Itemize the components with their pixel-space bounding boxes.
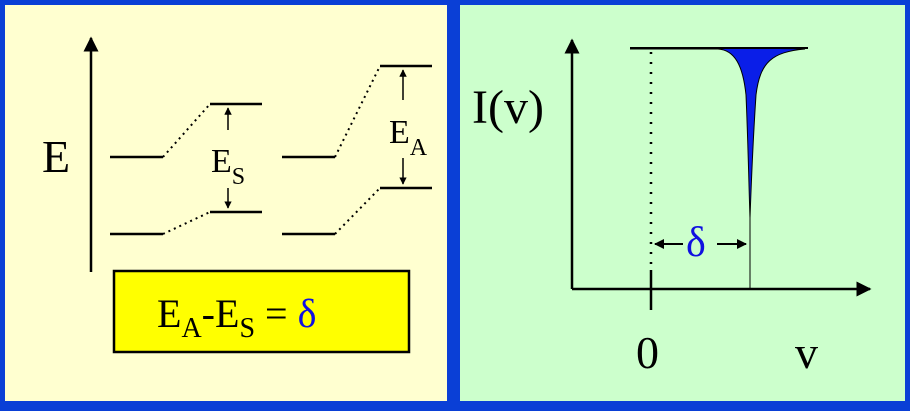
- energy-axis-label: E: [42, 131, 70, 182]
- level-group-s: ES: [110, 102, 262, 236]
- energy-level-panel: E ES EA EA-ES = δ: [5, 5, 447, 401]
- formula-box: [112, 269, 411, 354]
- right-panel-background: [460, 5, 905, 401]
- x-axis-label: v: [795, 327, 818, 378]
- delta-label-background: [683, 222, 717, 262]
- ea-label: EA: [389, 114, 428, 161]
- formula-text: EA-ES = δ: [157, 291, 316, 344]
- zero-label: 0: [636, 327, 659, 378]
- level-group-a: EA: [282, 64, 432, 236]
- delta-label: δ: [686, 220, 706, 266]
- connector-dotted-upper-a: [334, 65, 381, 158]
- y-axis-label: I(v): [472, 81, 544, 134]
- spectrum-panel: I(v) v 0 δ: [460, 5, 905, 401]
- es-label: ES: [211, 143, 245, 190]
- connector-dotted-lower: [162, 211, 211, 235]
